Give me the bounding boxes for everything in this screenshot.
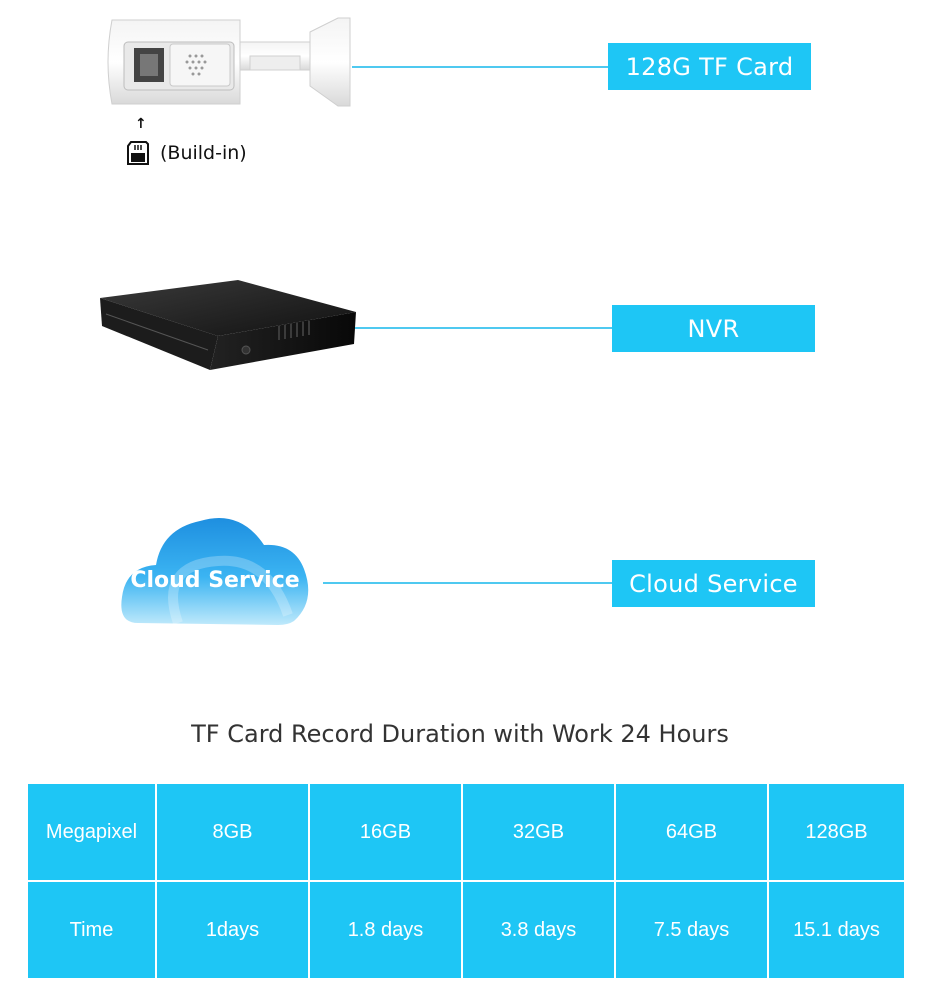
connector-line	[355, 327, 612, 329]
arrow-up-icon: ↑	[135, 116, 147, 132]
table-cell: 3.8 days	[461, 880, 616, 980]
table-cell: 7.5 days	[614, 880, 769, 980]
sd-card-icon	[126, 140, 150, 170]
cloud-image: Cloud Service	[118, 505, 313, 630]
connector-line	[323, 582, 612, 584]
nvr-label: NVR	[612, 305, 815, 352]
nvr-image	[98, 278, 360, 373]
table-cell: 1.8 days	[308, 880, 463, 980]
table-cell: 32GB	[461, 782, 616, 882]
table-cell: 1days	[155, 880, 310, 980]
table-cell: 16GB	[308, 782, 463, 882]
table-row: Time 1days 1.8 days 3.8 days 7.5 days 15…	[26, 880, 906, 980]
table-cell: 128GB	[767, 782, 906, 882]
cloud-image-text: Cloud Service	[130, 568, 299, 593]
table-cell: Time	[26, 880, 157, 980]
table-cell: 64GB	[614, 782, 769, 882]
cloud-service-label: Cloud Service	[612, 560, 815, 607]
build-in-label: (Build-in)	[160, 142, 247, 164]
table-title: TF Card Record Duration with Work 24 Hou…	[191, 720, 729, 748]
record-duration-table: Megapixel 8GB 16GB 32GB 64GB 128GB Time …	[26, 782, 906, 980]
table-cell: Megapixel	[26, 782, 157, 882]
tf-card-label: 128G TF Card	[608, 43, 811, 90]
camera-image	[100, 12, 355, 112]
table-row: Megapixel 8GB 16GB 32GB 64GB 128GB	[26, 782, 906, 882]
table-cell: 15.1 days	[767, 880, 906, 980]
table-cell: 8GB	[155, 782, 310, 882]
connector-line	[352, 66, 608, 68]
